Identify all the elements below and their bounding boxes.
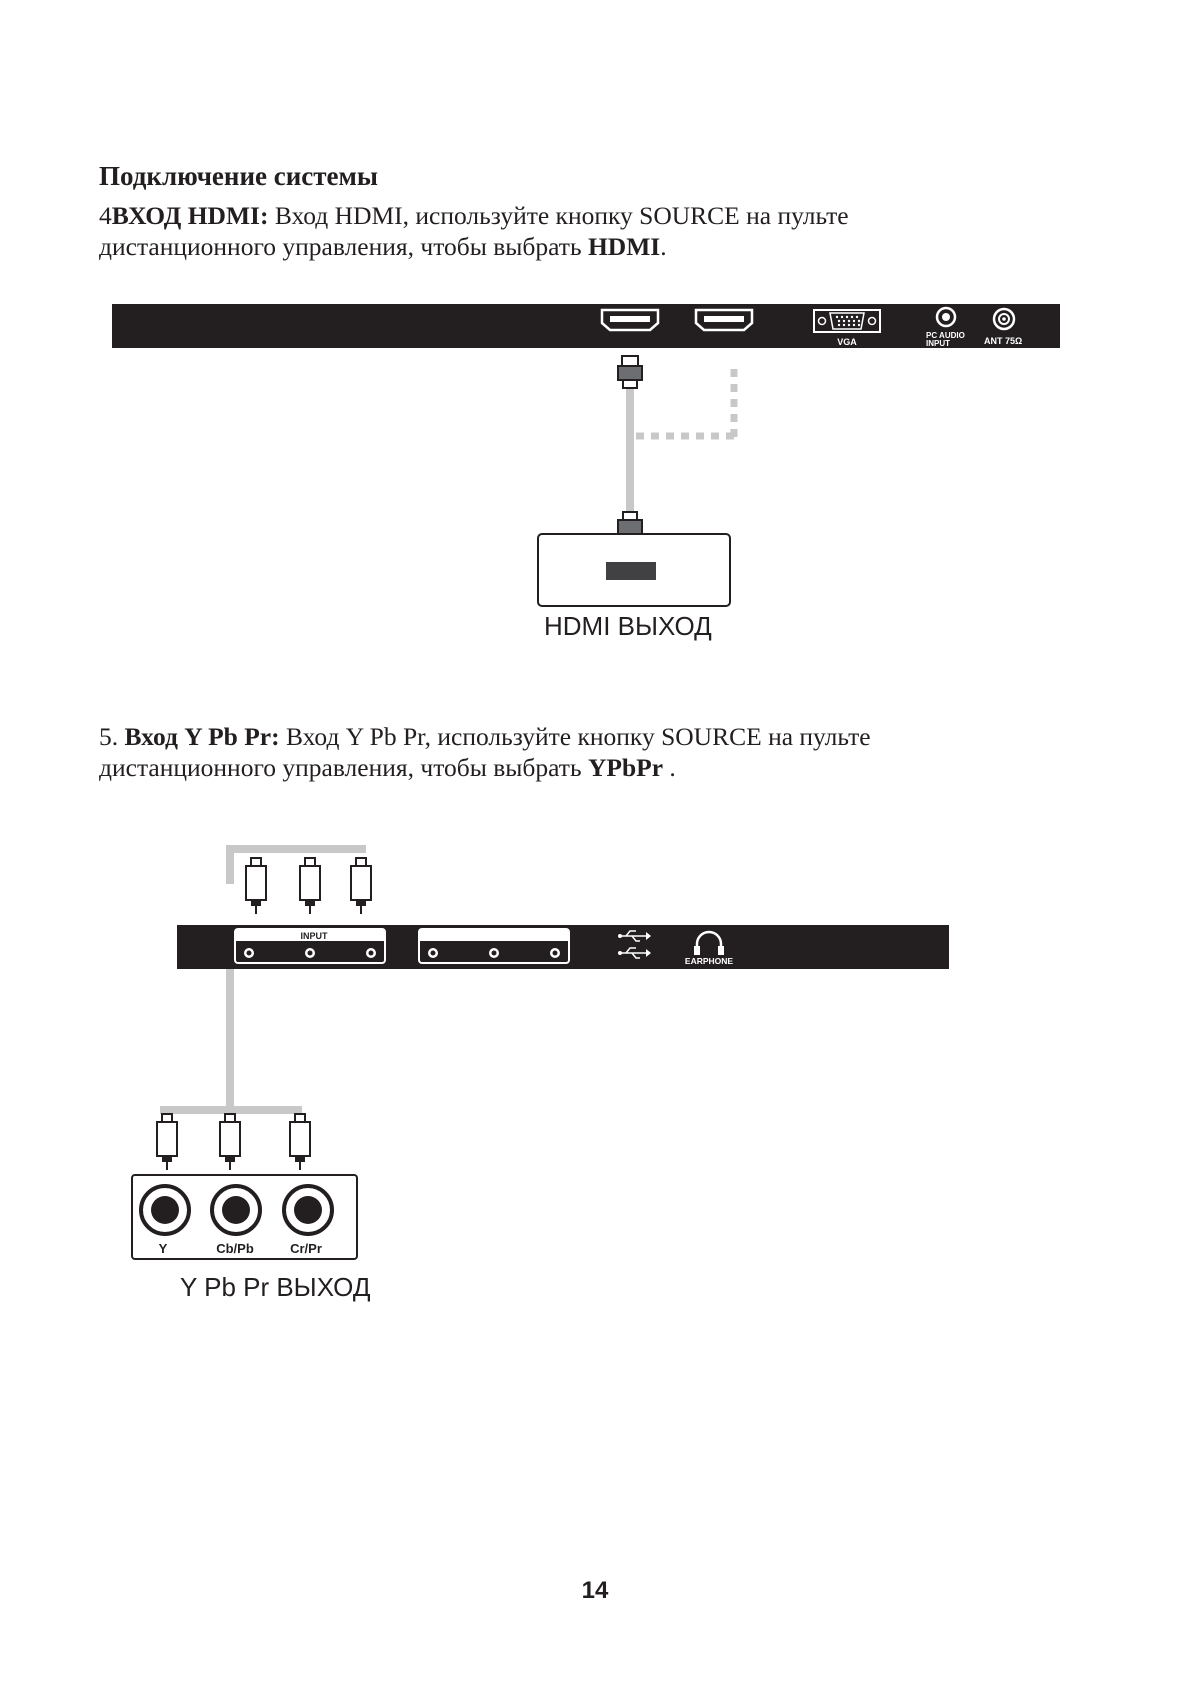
component-plug-bottom-pb: [219, 1113, 241, 1170]
instruction-text: дистанционного управления, чтобы выбрать: [99, 232, 588, 261]
av-input-group: [418, 928, 570, 964]
instruction-text: дистанционного управления, чтобы выбрать: [99, 753, 588, 782]
tv-panel: [112, 304, 1060, 348]
component-plug-top-pb: [299, 857, 321, 914]
punctuation: .: [663, 753, 676, 782]
component-plug-bottom-y: [156, 1113, 178, 1170]
jack-label-y: Y: [159, 1241, 168, 1256]
jack-label-pr: Cr/Pr: [290, 1241, 322, 1256]
section-heading: Подключение системы: [99, 161, 378, 191]
jack-label-pb: Cb/Pb: [216, 1241, 254, 1256]
punctuation: .: [660, 232, 667, 261]
hdmi-instruction: 4ВХОД HDMI: Вход HDMI, используйте кнопк…: [99, 200, 849, 262]
instruction-text: Вход HDMI, используйте кнопку SOURCE на …: [268, 201, 849, 230]
page-number: 14: [581, 1577, 609, 1604]
hdmi-device-caption: HDMI ВЫХОД: [544, 611, 712, 641]
item-title: ВХОД HDMI:: [111, 201, 269, 230]
component-input-group: [234, 928, 386, 964]
pc-audio-input-label: INPUT: [926, 339, 950, 348]
earphone-label: EARPHONE: [685, 956, 734, 966]
hdmi-port-2: [694, 308, 754, 332]
jack-y: [139, 1184, 191, 1236]
hdmi-connection-diagram: VGA PC AUDIO INPUT ANT 75Ω: [112, 304, 1060, 607]
jack-pr: [282, 1184, 334, 1236]
item-number: 4: [99, 201, 112, 230]
usb-icon: [618, 947, 651, 959]
hdmi-output-port: [606, 562, 656, 580]
antenna-port: [992, 307, 1016, 331]
source-name: YPbPr: [587, 753, 664, 782]
usb-icon: [618, 930, 651, 942]
headphones-icon: [694, 930, 724, 955]
component-plug-top-pr: [350, 857, 372, 914]
pc-audio-jack: [935, 306, 957, 328]
ypbpr-device-caption: Y Pb Pr ВЫХОД: [180, 1272, 371, 1302]
item-number: 5.: [99, 722, 119, 751]
input-label: INPUT: [301, 931, 329, 941]
hdmi-port-1: [600, 308, 660, 332]
jack-pb: [210, 1184, 262, 1236]
source-name: HDMI: [587, 232, 661, 261]
component-plug-bottom-pr: [289, 1113, 311, 1170]
ypbpr-instruction: 5. Вход Y Pb Pr: Вход Y Pb Pr, используй…: [99, 721, 871, 783]
vga-port: [813, 309, 881, 333]
instruction-text: Вход Y Pb Pr, используйте кнопку SOURCE …: [279, 722, 871, 751]
hdmi-plug-top: [617, 355, 643, 389]
component-cable-top: [226, 845, 366, 884]
component-plug-top-y: [245, 857, 267, 914]
item-title: Вход Y Pb Pr:: [124, 722, 280, 751]
antenna-label: ANT 75Ω: [984, 336, 1022, 346]
ypbpr-connection-diagram: INPUT EARPHONE: [131, 845, 949, 1260]
pc-audio-label: PC AUDIO: [926, 331, 965, 340]
vga-label: VGA: [837, 337, 857, 347]
